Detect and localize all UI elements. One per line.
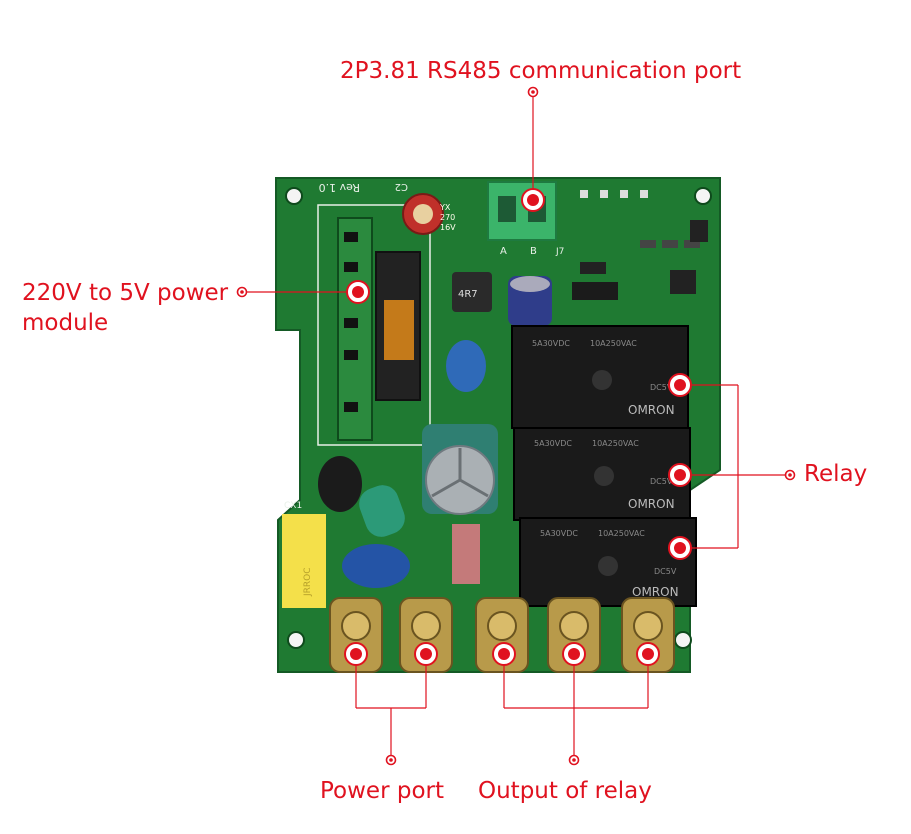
svg-text:DC5V: DC5V (650, 477, 673, 486)
svg-text:DC5V: DC5V (654, 567, 677, 576)
annotation-lines (242, 92, 790, 758)
screw-terminal-5 (621, 597, 675, 673)
target-power-port-1 (344, 642, 368, 666)
inductor: 4R7 (452, 272, 492, 312)
svg-text:YX: YX (439, 203, 451, 212)
mount-hole (674, 631, 692, 649)
svg-text:DC5V: DC5V (650, 383, 673, 392)
target-markers (344, 188, 692, 666)
power-module-label-line1: 220V to 5V power (22, 280, 229, 306)
capacitor-medium (508, 276, 552, 326)
svg-text:CX1: CX1 (284, 501, 302, 511)
svg-text:JRROC: JRROC (303, 567, 313, 597)
target-relay-2 (668, 463, 692, 487)
rev-marking: Rev 1.0 (319, 181, 360, 194)
c2-marking: C2 (395, 181, 408, 192)
svg-text:OMRON: OMRON (628, 497, 675, 511)
target-power-module (346, 280, 370, 304)
leader-end-dots (240, 90, 792, 762)
target-output-1 (492, 642, 516, 666)
target-relay-1 (668, 373, 692, 397)
target-power-port-2 (414, 642, 438, 666)
screw-terminals (329, 597, 675, 673)
target-relay-3 (668, 536, 692, 560)
relay-1: OMRON 5A30VDC 10A250VAC DC5V (511, 325, 689, 429)
svg-text:5A30VDC: 5A30VDC (532, 339, 570, 348)
rs485-port-label: 2P3.81 RS485 communication port (340, 58, 742, 84)
svg-text:OMRON: OMRON (628, 403, 675, 417)
power-module-label-line2: module (22, 310, 109, 336)
relay-label: Relay (804, 461, 868, 487)
ceramic-capacitor (446, 340, 486, 392)
relay-output-label: Output of relay (478, 778, 652, 804)
module-components (344, 232, 358, 412)
power-module-label: 220V to 5V power module (22, 278, 228, 338)
relay-2: OMRON 5A30VDC 10A250VAC DC5V (513, 427, 691, 521)
mount-hole (285, 187, 303, 205)
fuse (452, 524, 480, 584)
target-rs485 (521, 188, 545, 212)
svg-text:16V: 16V (440, 223, 456, 232)
smd-components (572, 190, 708, 300)
mount-hole (694, 187, 712, 205)
capacitor-large (422, 424, 498, 515)
svg-text:OMRON: OMRON (632, 585, 679, 599)
resistor (359, 485, 405, 537)
target-output-2 (562, 642, 586, 666)
svg-text:A: A (500, 246, 507, 257)
screw-terminal-2 (399, 597, 453, 673)
svg-text:4R7: 4R7 (458, 289, 478, 300)
mount-hole (287, 631, 305, 649)
svg-text:5A30VDC: 5A30VDC (534, 439, 572, 448)
module-outline (317, 204, 431, 446)
svg-text:10A250VAC: 10A250VAC (590, 339, 637, 348)
disc-capacitor (342, 544, 410, 588)
svg-text:B: B (530, 246, 537, 257)
transformer-core (384, 300, 414, 360)
svg-text:10A250VAC: 10A250VAC (598, 529, 645, 538)
x-capacitor: JRROC CX1 (282, 501, 326, 608)
capacitor-small: YX 270 16V (402, 193, 456, 235)
target-output-3 (636, 642, 660, 666)
choke (318, 456, 362, 512)
svg-text:270: 270 (440, 213, 455, 222)
screw-terminal-4 (547, 597, 601, 673)
relay-3: OMRON 5A30VDC 10A250VAC DC5V (519, 517, 697, 607)
svg-text:10A250VAC: 10A250VAC (592, 439, 639, 448)
power-port-label: Power port (320, 778, 444, 804)
svg-text:5A30VDC: 5A30VDC (540, 529, 578, 538)
svg-text:J7: J7 (555, 247, 564, 257)
